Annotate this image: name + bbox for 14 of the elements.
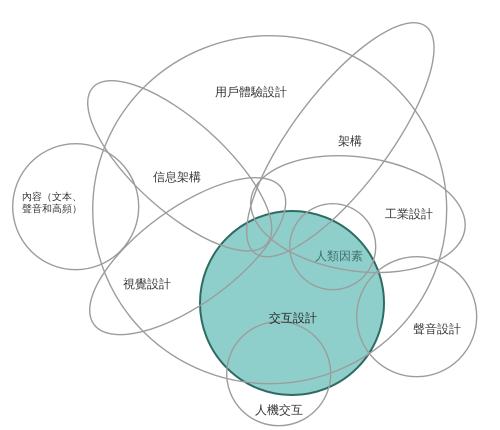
venn-ellipse xyxy=(250,154,466,274)
set-label: 交互設計 xyxy=(269,310,317,326)
set-label: 聲音設計 xyxy=(412,322,461,336)
set-label: 架構 xyxy=(338,134,362,148)
set-label: 人類因素 xyxy=(314,248,363,264)
set-label: 信息架構 xyxy=(152,170,201,184)
set-label: 人機交互 xyxy=(254,402,303,418)
set-label: 內容（文本、聲音和高頻） xyxy=(22,192,83,216)
set-label: 用戶體驗設計 xyxy=(214,84,287,100)
venn-ellipse xyxy=(92,35,448,385)
set-label: 工業設計 xyxy=(384,206,433,222)
set-label: 視覺設計 xyxy=(122,276,171,292)
venn-circle xyxy=(199,210,385,396)
venn-circle xyxy=(12,143,140,271)
